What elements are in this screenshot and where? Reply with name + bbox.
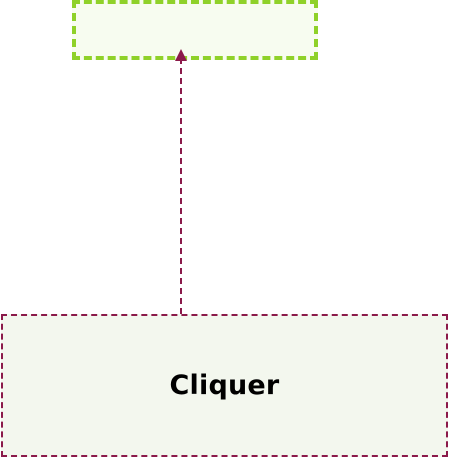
- target-box[interactable]: [72, 0, 318, 60]
- source-box-label: Cliquer: [169, 370, 280, 401]
- source-box-button[interactable]: Cliquer: [1, 314, 448, 457]
